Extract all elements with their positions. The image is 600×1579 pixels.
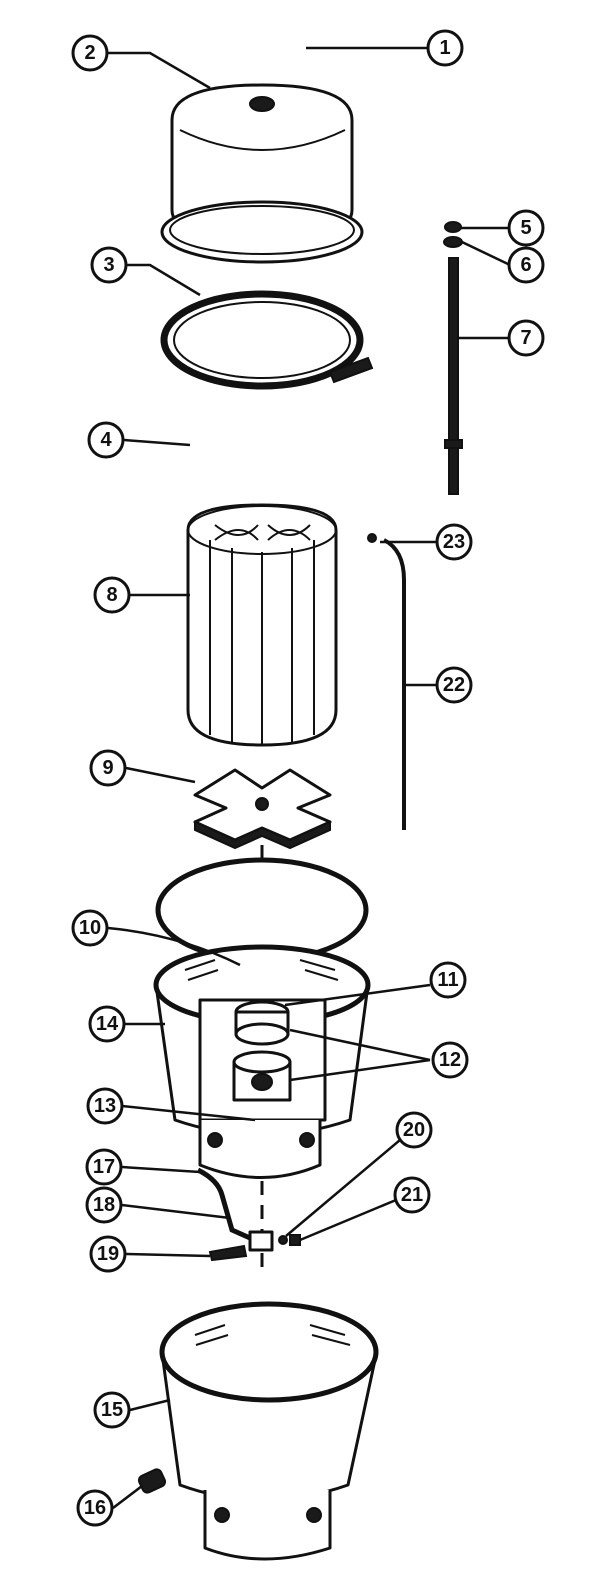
callout-label: 16 xyxy=(84,1497,106,1519)
callout-11: 11 xyxy=(429,961,467,999)
callout-9: 9 xyxy=(89,749,127,787)
callout-6: 6 xyxy=(507,246,545,284)
callout-22: 22 xyxy=(435,666,473,704)
part-16-drain-plug xyxy=(137,1468,167,1494)
callout-label: 4 xyxy=(100,429,112,451)
part-3-lid-oring xyxy=(160,290,374,390)
part-15-lower-housing xyxy=(159,1301,379,1561)
callout-10: 10 xyxy=(71,909,109,947)
part-9-base-plate xyxy=(193,768,332,850)
callout-label: 13 xyxy=(94,1095,116,1117)
callout-4: 4 xyxy=(87,421,125,459)
part-8-cartridge xyxy=(186,503,338,747)
callout-label: 3 xyxy=(103,254,114,276)
callout-label: 17 xyxy=(93,1156,115,1178)
callout-5: 5 xyxy=(507,209,545,247)
part-2-lid xyxy=(160,83,364,264)
valve-hardware xyxy=(196,1167,301,1262)
callout-14: 14 xyxy=(88,1005,126,1043)
callout-label: 21 xyxy=(401,1184,423,1206)
callout-15: 15 xyxy=(93,1391,131,1429)
callout-label: 5 xyxy=(520,217,531,239)
callout-label: 11 xyxy=(437,969,458,991)
callout-label: 9 xyxy=(102,757,113,779)
callout-label: 19 xyxy=(97,1243,119,1265)
callout-7: 7 xyxy=(507,319,545,357)
callout-3: 3 xyxy=(90,246,128,284)
callout-2: 2 xyxy=(71,34,109,72)
part-7-rod xyxy=(443,221,463,495)
callout-23: 23 xyxy=(435,523,473,561)
callout-label: 7 xyxy=(520,327,531,349)
callout-label: 22 xyxy=(443,674,465,696)
callout-label: 2 xyxy=(84,42,95,64)
callout-label: 10 xyxy=(79,917,101,939)
callout-13: 13 xyxy=(86,1087,124,1125)
leader-lines xyxy=(107,46,511,1509)
callout-17: 17 xyxy=(85,1148,123,1186)
callout-label: 15 xyxy=(101,1399,123,1421)
callout-20: 20 xyxy=(395,1111,433,1149)
callout-label: 23 xyxy=(443,531,465,553)
callout-label: 6 xyxy=(520,254,531,276)
callout-12: 12 xyxy=(431,1041,469,1079)
callout-18: 18 xyxy=(85,1186,123,1224)
part-22-tube xyxy=(367,533,406,830)
part-14-upper-housing xyxy=(153,944,371,1179)
callout-label: 8 xyxy=(106,584,117,606)
callout-label: 20 xyxy=(403,1119,425,1141)
callout-21: 21 xyxy=(393,1176,431,1214)
callout-label: 18 xyxy=(93,1194,115,1216)
callout-label: 14 xyxy=(96,1013,119,1035)
callout-label: 12 xyxy=(439,1049,461,1071)
callout-label: 1 xyxy=(439,37,450,59)
callout-16: 16 xyxy=(76,1489,114,1527)
callout-8: 8 xyxy=(93,576,131,614)
callout-19: 19 xyxy=(89,1235,127,1273)
callout-1: 1 xyxy=(426,29,464,67)
